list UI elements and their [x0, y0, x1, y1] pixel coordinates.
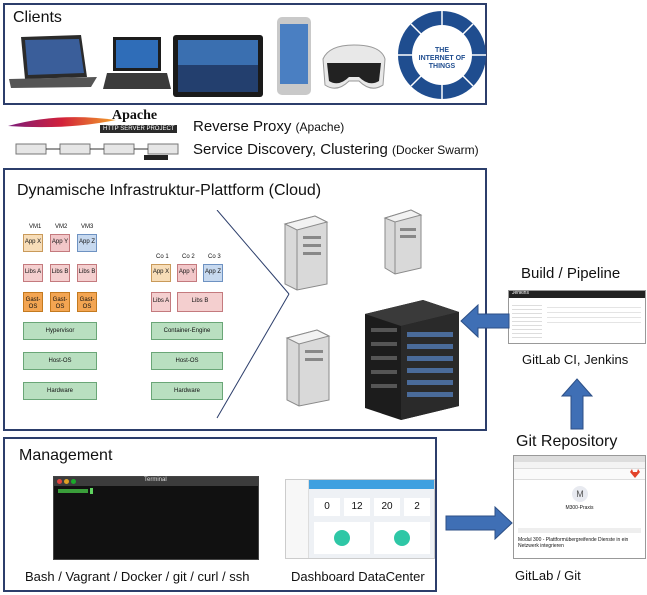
- iot-icon: THE INTERNET OF THINGS: [398, 11, 486, 99]
- vm-libs: Libs B: [77, 264, 97, 282]
- container-host-os: Host-OS: [151, 352, 223, 370]
- build-pipeline-title: Build / Pipeline: [521, 265, 621, 282]
- gitlab-nav: [514, 469, 645, 480]
- gitlab-logo-icon: [630, 469, 640, 478]
- container-libs: Libs A: [151, 292, 171, 312]
- dashboard-screenshot: 0 12 20 2: [285, 479, 435, 559]
- reverse-proxy-label: Reverse Proxy: [193, 118, 292, 135]
- vm-label: VM3: [81, 224, 94, 230]
- service-discovery-paren: (Docker Swarm): [391, 143, 479, 157]
- vm-app: App Z: [77, 234, 97, 252]
- minimize-icon: [64, 479, 69, 484]
- terminal-caption: Bash / Vagrant / Docker / git / curl / s…: [25, 569, 250, 584]
- bracket-lines: [216, 210, 290, 419]
- terminal-title: Terminal: [144, 477, 167, 483]
- terminal-titlebar: Terminal: [54, 477, 258, 486]
- container-libs: Libs B: [177, 292, 223, 312]
- container-hardware: Hardware: [151, 382, 223, 400]
- vm-host-os: Host-OS: [23, 352, 97, 370]
- dashboard-stat: 20: [374, 498, 400, 516]
- clients-panel: Clients THE INTERNET OF: [3, 3, 487, 105]
- terminal-cursor: [90, 488, 93, 494]
- jenkins-header: Jenkins: [509, 291, 645, 298]
- dashboard-stat: 2: [404, 498, 430, 516]
- reverse-proxy-paren: (Apache): [295, 120, 345, 134]
- dashboard-gauge-icon: [394, 530, 410, 546]
- terminal-prompt: [58, 489, 88, 493]
- repo-avatar: M: [572, 486, 588, 502]
- server-rack-icon: [365, 300, 459, 420]
- vm-libs: Libs B: [50, 264, 70, 282]
- jenkins-app-name: Jenkins: [512, 290, 529, 296]
- dashboard-stat: 12: [344, 498, 370, 516]
- server-tower-icon: [283, 215, 329, 291]
- repo-name: M300-Praxis: [565, 505, 594, 511]
- container-app: App X: [151, 264, 171, 282]
- jenkins-table: [547, 303, 641, 323]
- vm-guest-os: Gast-OS: [77, 292, 97, 312]
- vm-app: App X: [23, 234, 43, 252]
- reverse-proxy-line: Reverse Proxy (Apache): [193, 118, 344, 135]
- git-repository-caption: GitLab / Git: [515, 568, 581, 583]
- close-icon: [57, 479, 62, 484]
- vm-app: App Y: [50, 234, 70, 252]
- build-pipeline-caption: GitLab CI, Jenkins: [522, 352, 629, 367]
- dashboard-header: [309, 480, 434, 489]
- container-app: App Z: [203, 264, 223, 282]
- iot-label-1: THE: [435, 47, 449, 54]
- netbook-icon: [103, 37, 171, 89]
- vm-label: VM1: [29, 224, 42, 230]
- container-engine: Container-Engine: [151, 322, 223, 340]
- service-discovery-label: Service Discovery, Clustering: [193, 141, 388, 158]
- tablet-icon: [173, 35, 263, 97]
- dashboard-card: [374, 522, 430, 554]
- vm-guest-os: Gast-OS: [23, 292, 43, 312]
- apache-feather-icon: [8, 117, 116, 128]
- vm-label: VM2: [55, 224, 68, 230]
- laptop-icon: [9, 35, 97, 88]
- service-discovery-line: Service Discovery, Clustering (Docker Sw…: [193, 141, 479, 158]
- vr-headset-icon: [322, 44, 386, 89]
- gitlab-tabbar: [514, 456, 645, 462]
- server-tower-icon: [285, 329, 331, 407]
- iot-label-2: INTERNET OF: [419, 55, 466, 62]
- container-app: App Y: [177, 264, 197, 282]
- network-cluster-icon: [15, 143, 179, 160]
- vm-hypervisor: Hypervisor: [23, 322, 97, 340]
- clients-title: Clients: [13, 9, 62, 26]
- cloud-panel: Dynamische Infrastruktur-Plattform (Clou…: [3, 168, 487, 431]
- dashboard-gauge-icon: [334, 530, 350, 546]
- git-repository-title: Git Repository: [516, 433, 618, 450]
- management-title: Management: [19, 447, 113, 464]
- container-label: Co 2: [182, 254, 195, 260]
- repo-action-bar: [518, 528, 641, 533]
- cloud-title: Dynamische Infrastruktur-Plattform (Clou…: [17, 182, 322, 199]
- vm-hardware: Hardware: [23, 382, 97, 400]
- dashboard-stat: 0: [314, 498, 340, 516]
- container-label: Co 1: [156, 254, 169, 260]
- dashboard-card: [314, 522, 370, 554]
- management-panel: Management Terminal Bash / Vagrant / Doc…: [3, 437, 437, 592]
- server-tower-icon: [383, 209, 423, 275]
- maximize-icon: [71, 479, 76, 484]
- apache-logo: Apache HTTP SERVER PROJECT: [8, 108, 188, 138]
- dashboard-sidebar: [286, 480, 309, 558]
- apache-name: Apache: [112, 108, 158, 123]
- gitlab-screenshot: M M300-Praxis Modul 300 - Plattformüberg…: [513, 455, 646, 559]
- vm-libs: Libs A: [23, 264, 43, 282]
- smartphone-icon: [277, 17, 311, 95]
- vm-guest-os: Gast-OS: [50, 292, 70, 312]
- iot-label-3: THINGS: [429, 63, 456, 70]
- jenkins-sidebar: [512, 302, 542, 340]
- container-label: Co 3: [208, 254, 221, 260]
- gitlab-urlbar: [514, 462, 645, 469]
- terminal-window: Terminal: [53, 476, 259, 560]
- left-arrow: [460, 304, 510, 338]
- repo-title: Modul 300 - Plattformübergreifende Diens…: [518, 537, 629, 550]
- right-arrow: [445, 506, 513, 540]
- apache-subtitle: HTTP SERVER PROJECT: [100, 125, 178, 133]
- up-arrow: [561, 378, 593, 430]
- jenkins-screenshot: Jenkins: [508, 290, 646, 344]
- dashboard-caption: Dashboard DataCenter: [291, 569, 425, 584]
